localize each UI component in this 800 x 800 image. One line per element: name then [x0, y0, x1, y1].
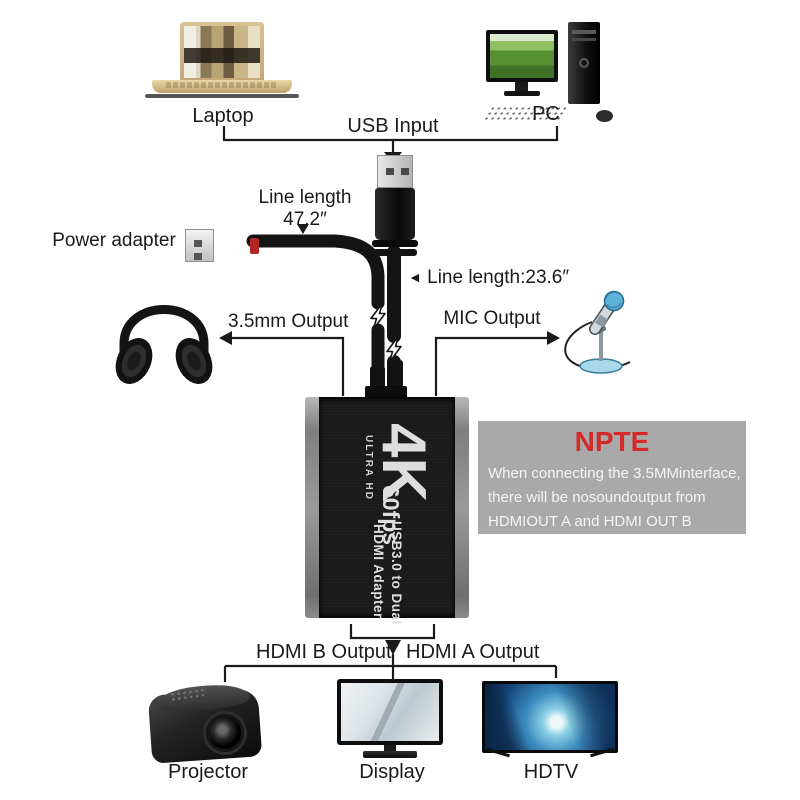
power-cable: [246, 234, 385, 310]
pc-power-button: [579, 58, 589, 68]
pc-monitor-neck: [515, 82, 528, 91]
usb-plug-metal-tip: [377, 155, 413, 188]
pc-mouse: [596, 110, 613, 122]
pc-tower-drive-slot: [572, 38, 596, 41]
line-length-23-label: ◄ Line length:23.6″: [408, 267, 578, 289]
usb-pin-hole: [386, 168, 394, 175]
power-plug-red-body: [214, 226, 252, 266]
usb-plug-icon: [372, 155, 418, 258]
device-front-panel: ULTRA HD 4K 60fps USB3.0 to Dual HDMI Ad…: [319, 397, 455, 625]
device-fps-text: 60fps: [378, 485, 404, 546]
hdtv-frame: [482, 681, 618, 753]
capture-card-device: ULTRA HD 4K 60fps USB3.0 to Dual HDMI Ad…: [305, 397, 469, 625]
note-line: HDMIOUT A and HDMI OUT B: [488, 513, 692, 530]
note-line: When connecting the 3.5MMinterface,: [488, 465, 741, 482]
laptop-image: [145, 22, 299, 102]
projector-label: Projector: [167, 761, 249, 783]
hdtv-label: HDTV: [523, 761, 579, 783]
cable-break-bolts: [370, 302, 402, 363]
hdmi-a-output-label: HDMI A Output: [406, 641, 540, 663]
laptop-screen-band: [184, 47, 260, 64]
pc-monitor-screen: [490, 34, 554, 78]
power-usb-plug-icon: [185, 226, 259, 266]
hdtv-screen: [485, 684, 615, 750]
display-screen: [341, 683, 439, 741]
headphone-output-label: 3.5mm Output: [228, 311, 349, 332]
power-plug-strain-relief: [250, 238, 259, 254]
device-desc-line2: HDMI Adapter: [371, 524, 386, 619]
usb-plug-body: [375, 188, 415, 240]
laptop-screen-content: [184, 26, 260, 78]
display-base: [363, 751, 417, 758]
power-adapter-label: Power adapter: [52, 230, 176, 251]
arrow-down-hdmi: [385, 640, 401, 655]
arrow-down-47in: [297, 224, 309, 234]
lightning-icon: [386, 335, 402, 363]
hdmi-b-output-label: HDMI B Output: [256, 641, 392, 663]
device-desc-line1: USB3.0 to Dual: [389, 521, 404, 625]
pc-tower: [568, 22, 600, 104]
note-title: NPTE: [574, 426, 650, 457]
note-line: there will be nosoundoutput from: [488, 489, 706, 506]
pc-monitor: [486, 30, 558, 82]
line-length-23-text: Line length:23.6″: [421, 267, 570, 288]
lightning-icon: [370, 302, 386, 330]
laptop-label: Laptop: [192, 105, 254, 127]
warning-note-box: NPTE When connecting the 3.5MMinterface,…: [478, 421, 746, 534]
line-length-47-line2: 47.2″: [283, 208, 327, 230]
power-plug-metal-tip: [185, 229, 214, 262]
projector-lens: [206, 714, 244, 752]
device-top-plugs: [365, 360, 407, 400]
device-right-rail: [455, 397, 469, 618]
hdtv-screen-streak: [485, 684, 615, 750]
line-length-47-label: Line length 47.2″: [253, 187, 357, 231]
device-left-rail: [305, 397, 319, 618]
usb-input-label: USB Input: [347, 115, 439, 137]
display-frame: [337, 679, 443, 745]
display-label: Display: [359, 761, 425, 783]
usb-plug-ridge: [373, 249, 417, 256]
device-ultrahd-text: ULTRA HD: [363, 435, 374, 501]
line-length-47-line1: Line length: [258, 187, 352, 208]
laptop-screen: [180, 22, 264, 82]
laptop-shadow: [145, 94, 299, 98]
left-arrow-glyph: ◄: [408, 269, 422, 285]
display-monitor-image: [337, 679, 443, 763]
arrow-right-mic: [547, 331, 560, 345]
projector-image: [147, 681, 264, 766]
microphone-icon: [564, 290, 631, 374]
display-neck: [384, 745, 396, 751]
pc-monitor-base: [504, 91, 540, 96]
display-screen-wave: [341, 683, 439, 741]
pc-image: [482, 22, 614, 124]
usb-pin-hole: [401, 168, 409, 175]
connector-lines: [222, 126, 559, 682]
pc-label: PC: [532, 103, 560, 125]
mic-output-label: MIC Output: [443, 308, 541, 329]
hdtv-image: [482, 681, 618, 761]
arrow-left-headphone: [219, 331, 232, 345]
usb-pin-hole: [194, 253, 202, 260]
headphones-icon: [115, 305, 213, 384]
usb-plug-ridge: [372, 240, 418, 247]
usb-pin-hole: [194, 240, 202, 247]
laptop-keyboard-base: [152, 80, 292, 93]
device-4k-text: 4K: [369, 423, 438, 503]
pc-tower-drive-slot: [572, 30, 596, 34]
